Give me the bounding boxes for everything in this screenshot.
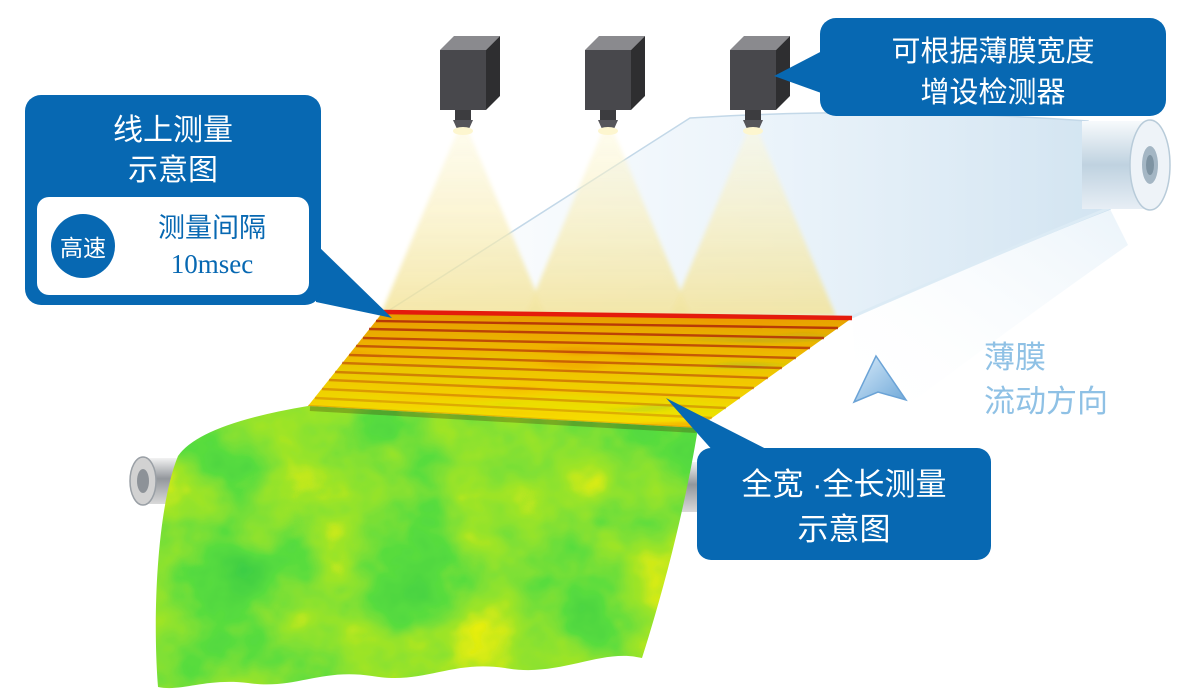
measurement-interval-panel: 高速 测量间隔 10msec (37, 197, 309, 295)
measurement-interval-value: 10msec (170, 249, 254, 279)
callout-add-detectors-line2: 增设检测器 (920, 77, 1066, 110)
callout-add-detectors: 可根据薄膜宽度 增设检测器 (820, 18, 1166, 116)
callout-add-detectors-line1: 可根据薄膜宽度 (891, 36, 1095, 68)
callout-pointer-detector (774, 50, 824, 94)
film-flow-direction-label: 薄膜 流动方向 (984, 336, 1108, 424)
scan-strip (307, 309, 853, 430)
callout-inline-title: 线上测量 示意图 (25, 95, 321, 190)
camera-3 (730, 36, 790, 135)
light-cone-1 (380, 130, 546, 316)
light-cone-2 (525, 130, 691, 316)
film-flow-wedge (852, 209, 1128, 408)
measurement-interval-label: 测量间隔 (158, 212, 266, 243)
callout-fullwidth-measurement: 全宽 ·全长测量 示意图 (697, 448, 991, 560)
measurement-interval: 测量间隔 10msec (115, 210, 309, 283)
flow-arrow (852, 354, 908, 404)
callout-pointer-fullwidth (666, 398, 772, 452)
scan-lines (307, 319, 839, 430)
light-cone-3 (670, 130, 836, 316)
callout-inline-line1: 线上测量 (113, 114, 233, 147)
callout-fullwidth-line1: 全宽 ·全长测量 (741, 467, 947, 502)
heatmap-sheet (155, 406, 698, 689)
camera-2 (585, 36, 645, 135)
camera-1 (440, 36, 500, 135)
callout-fullwidth-line2: 示意图 (797, 511, 891, 547)
film-roll (1082, 119, 1171, 211)
measurement-line (382, 309, 853, 321)
light-cones (380, 130, 836, 316)
high-speed-badge: 高速 (51, 214, 115, 278)
callout-inline-measurement: 线上测量 示意图 高速 测量间隔 10msec (25, 95, 321, 305)
film-flow-line2: 流动方向 (984, 384, 1108, 420)
callout-pointer-inline (316, 244, 392, 318)
film-flow-line1: 薄膜 (984, 340, 1046, 375)
callout-inline-line2: 示意图 (128, 153, 218, 187)
